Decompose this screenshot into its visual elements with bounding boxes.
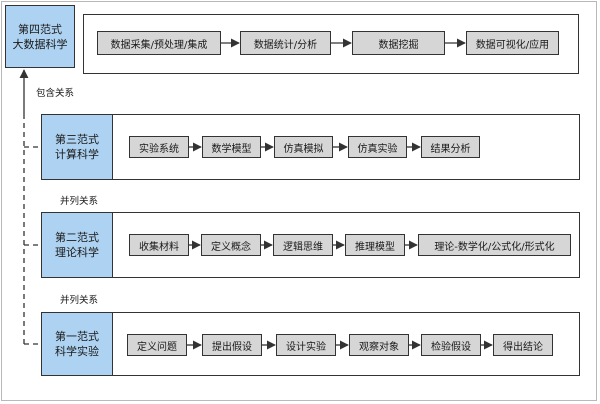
paradigm2-step-4: 推理模型 xyxy=(345,234,405,256)
paradigm4-step-2: 数据统计/分析 xyxy=(240,31,331,55)
paradigm4-label: 第四范式 大数据科学 xyxy=(5,5,75,68)
paradigm3-name: 第三范式 xyxy=(55,133,99,146)
paradigm1-step-1: 定义问题 xyxy=(127,334,187,356)
paradigm2-step-5: 理论-数学化/公式化/形式化 xyxy=(418,234,571,256)
paradigm4-step-4: 数据可视化/应用 xyxy=(466,31,559,55)
paradigm1-name: 第一范式 xyxy=(55,330,99,343)
paradigm3-step-5: 结果分析 xyxy=(421,136,480,158)
paradigm3-field: 计算科学 xyxy=(55,148,99,161)
paradigm2-field: 理论科学 xyxy=(55,246,99,259)
paradigm4-step-3: 数据挖掘 xyxy=(352,31,445,55)
paradigm2-step-2: 定义概念 xyxy=(201,234,261,256)
paradigm3-step-1: 实验系统 xyxy=(129,136,189,158)
paradigm2-name: 第二范式 xyxy=(55,231,99,244)
paradigm1-step-4: 观察对象 xyxy=(349,334,409,356)
paradigm1-label: 第一范式 科学实验 xyxy=(41,312,113,376)
paradigm4-field: 大数据科学 xyxy=(12,37,68,51)
paradigm2-step-1: 收集材料 xyxy=(129,234,189,256)
relation-parallel-1: 并列关系 xyxy=(60,196,99,207)
paradigm3-step-4: 仿真实验 xyxy=(348,136,407,158)
paradigm4-name: 第四范式 xyxy=(18,22,62,36)
paradigm1-step-5: 检验假设 xyxy=(421,334,481,356)
paradigm1-step-2: 提出假设 xyxy=(202,334,262,356)
paradigm2-label: 第二范式 理论科学 xyxy=(41,212,113,278)
relation-parallel-2: 并列关系 xyxy=(60,295,99,306)
paradigm2-step-3: 逻辑思维 xyxy=(273,234,333,256)
paradigm3-step-3: 仿真模拟 xyxy=(274,136,333,158)
paradigm1-step-3: 设计实验 xyxy=(276,334,336,356)
paradigm3-label: 第三范式 计算科学 xyxy=(41,114,113,180)
paradigm4-step-1: 数据采集/预处理/集成 xyxy=(97,31,221,55)
paradigm1-step-6: 得出结论 xyxy=(493,334,553,356)
paradigm3-step-2: 数学模型 xyxy=(202,136,261,158)
relation-contains: 包含关系 xyxy=(36,88,75,99)
paradigm1-field: 科学实验 xyxy=(55,345,99,358)
